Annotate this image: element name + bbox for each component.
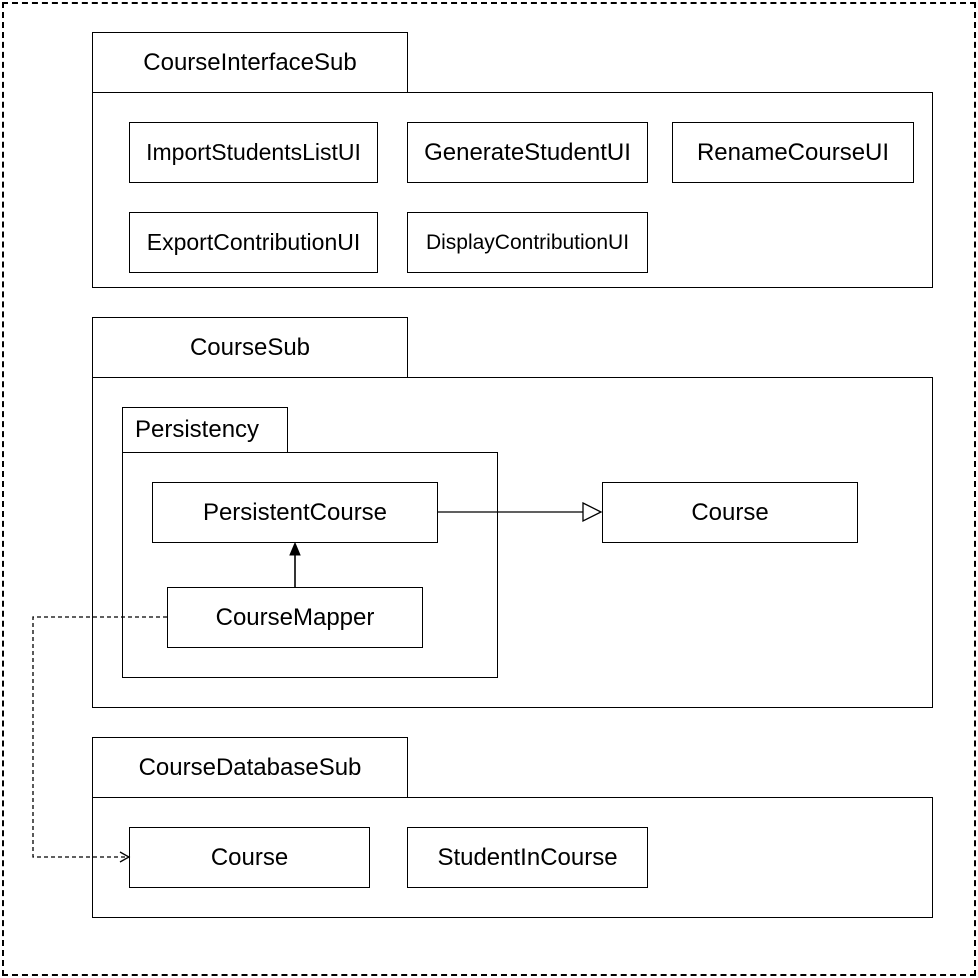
database-course-component[interactable]: Course	[129, 827, 370, 888]
database-package-title: CourseDatabaseSub	[138, 753, 362, 781]
course-mapper-component[interactable]: CourseMapper	[167, 587, 423, 648]
export-contribution-ui-label: ExportContributionUI	[146, 229, 361, 255]
student-in-course-label: StudentInCourse	[437, 843, 618, 871]
persistency-package-title: Persistency	[135, 416, 260, 443]
export-contribution-ui-component[interactable]: ExportContributionUI	[129, 212, 378, 273]
rename-course-ui-component[interactable]: RenameCourseUI	[672, 122, 914, 183]
persistency-package-tab: Persistency	[122, 407, 288, 453]
course-package-title: CourseSub	[189, 333, 311, 361]
persistent-course-label: PersistentCourse	[202, 498, 388, 526]
database-package-tab: CourseDatabaseSub	[92, 737, 408, 798]
interface-package-tab: CourseInterfaceSub	[92, 32, 408, 93]
persistent-course-component[interactable]: PersistentCourse	[152, 482, 438, 543]
database-course-label: Course	[210, 843, 289, 871]
import-students-list-ui-label: ImportStudentsListUI	[146, 139, 361, 165]
course-class-label: Course	[691, 498, 769, 526]
generate-student-ui-label: GenerateStudentUI	[424, 138, 631, 166]
display-contribution-ui-component[interactable]: DisplayContributionUI	[407, 212, 648, 273]
generate-student-ui-component[interactable]: GenerateStudentUI	[407, 122, 648, 183]
course-package-tab: CourseSub	[92, 317, 408, 378]
interface-package-title: CourseInterfaceSub	[143, 48, 357, 76]
display-contribution-ui-label: DisplayContributionUI	[425, 230, 630, 254]
rename-course-ui-label: RenameCourseUI	[696, 138, 890, 166]
course-class-component[interactable]: Course	[602, 482, 858, 543]
student-in-course-component[interactable]: StudentInCourse	[407, 827, 648, 888]
course-mapper-label: CourseMapper	[215, 603, 375, 631]
import-students-list-ui-component[interactable]: ImportStudentsListUI	[129, 122, 378, 183]
